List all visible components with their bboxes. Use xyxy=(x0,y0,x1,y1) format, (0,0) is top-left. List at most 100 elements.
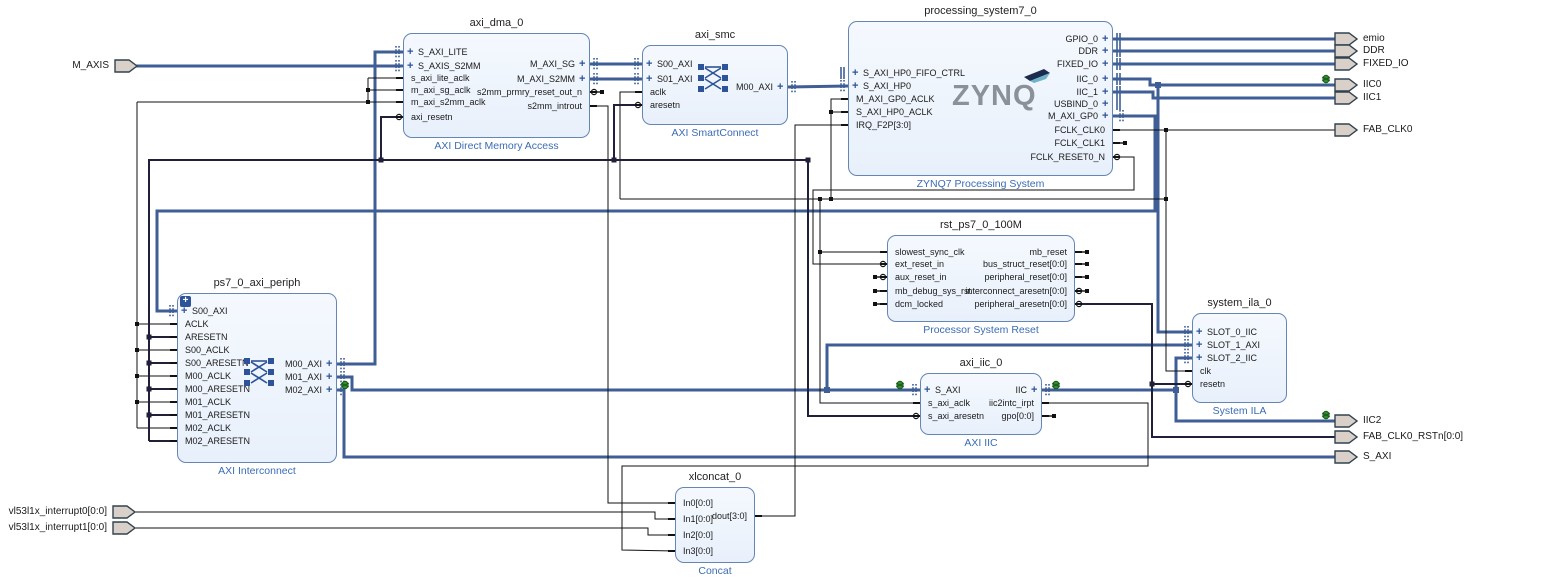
pin-ps7_0_axi_periph-S00_AXI[interactable]: S00_AXI xyxy=(192,306,228,316)
pin-axi_iic_0-gpo[0:0][interactable]: gpo[0:0] xyxy=(1001,411,1034,421)
pin-axi_dma_0-axi_resetn[interactable]: axi_resetn xyxy=(411,112,453,122)
expand-plus-icon[interactable]: + xyxy=(180,296,191,307)
pin-axi_dma_0-M_AXI_S2MM[interactable]: M_AXI_S2MM xyxy=(516,74,575,84)
block-rst_ps7_0_100M[interactable] xyxy=(887,235,1075,322)
wire-bus-9[interactable] xyxy=(1113,90,1335,100)
pin-ps7_0_axi_periph-M02_ARESETN[interactable]: M02_ARESETN xyxy=(185,436,251,446)
wire-bus-12[interactable] xyxy=(337,375,920,392)
wire-w-36[interactable] xyxy=(590,105,675,504)
pin-axi_dma_0-S_AXIS_S2MM[interactable]: S_AXIS_S2MM xyxy=(418,61,481,71)
pin-rst_ps7_0_100M-slowest_sync_clk[interactable]: slowest_sync_clk xyxy=(895,247,965,257)
pin-processing_system7_0-S_AXI_HP0[interactable]: S_AXI_HP0 xyxy=(863,81,912,91)
pin-xlconcat_0-In2[0:0][interactable]: In2[0:0] xyxy=(683,530,714,540)
wire-w-18[interactable] xyxy=(1165,130,1192,372)
pin-processing_system7_0-FCLK_RESET0_N[interactable]: FCLK_RESET0_N xyxy=(1030,152,1105,162)
wire-bus-14[interactable] xyxy=(337,388,1335,459)
pin-axi_dma_0-M_AXI_SG[interactable]: M_AXI_SG xyxy=(529,59,575,69)
wire-w-37[interactable] xyxy=(755,124,848,517)
pin-rst_ps7_0_100M-peripheral_aresetn[0:0][interactable]: peripheral_aresetn[0:0] xyxy=(974,299,1067,309)
wire-v-50[interactable] xyxy=(1075,303,1335,438)
pin-processing_system7_0-FIXED_IO[interactable]: FIXED_IO xyxy=(1056,59,1098,69)
pin-rst_ps7_0_100M-dcm_locked[interactable]: dcm_locked xyxy=(895,299,944,309)
external-port-emio[interactable] xyxy=(1334,32,1359,46)
wire-v-44[interactable] xyxy=(807,160,920,417)
pin-axi_iic_0-IIC[interactable]: IIC xyxy=(1015,385,1027,395)
pin-processing_system7_0-USBIND_0[interactable]: USBIND_0 xyxy=(1053,99,1098,109)
block-xlconcat_0[interactable] xyxy=(675,487,755,563)
pin-processing_system7_0-M_AXI_GP0_ACLK[interactable]: M_AXI_GP0_ACLK xyxy=(856,94,935,104)
block-processing_system7_0[interactable] xyxy=(848,21,1113,176)
external-port-vl53l1x_interrupt0[0:0][interactable] xyxy=(112,505,137,519)
pin-rst_ps7_0_100M-aux_reset_in[interactable]: aux_reset_in xyxy=(895,272,947,282)
pin-processing_system7_0-FCLK_CLK1[interactable]: FCLK_CLK1 xyxy=(1054,138,1105,148)
pin-axi_smc-S00_AXI[interactable]: S00_AXI xyxy=(657,59,693,69)
pin-ps7_0_axi_periph-S00_ARESETN[interactable]: S00_ARESETN xyxy=(185,358,249,368)
pin-axi_smc-M00_AXI[interactable]: M00_AXI xyxy=(735,82,773,92)
pin-axi_iic_0-s_axi_aresetn[interactable]: s_axi_aresetn xyxy=(928,411,985,421)
wire-bus-7[interactable] xyxy=(1113,77,1335,87)
external-port-S_AXI[interactable] xyxy=(1334,450,1359,464)
pin-system_ila_0-SLOT_2_IIC[interactable]: SLOT_2_IIC xyxy=(1207,353,1258,363)
pin-ps7_0_axi_periph-M00_ARESETN[interactable]: M00_ARESETN xyxy=(185,384,251,394)
pin-processing_system7_0-GPIO_0[interactable]: GPIO_0 xyxy=(1065,34,1098,44)
wire-w-39[interactable] xyxy=(135,527,675,536)
external-port-DDR[interactable] xyxy=(1334,44,1359,58)
pin-ps7_0_axi_periph-M01_ACLK[interactable]: M01_ACLK xyxy=(185,397,232,407)
external-port-IIC0[interactable] xyxy=(1334,78,1359,92)
pin-rst_ps7_0_100M-bus_struct_reset[0:0][interactable]: bus_struct_reset[0:0] xyxy=(982,259,1067,269)
pin-axi_iic_0-s_axi_aclk[interactable]: s_axi_aclk xyxy=(928,398,971,408)
pin-axi_dma_0-s2mm_prmry_reset_out_n[interactable]: s2mm_prmry_reset_out_n xyxy=(476,87,582,97)
pin-axi_dma_0-s_axi_lite_aclk[interactable]: s_axi_lite_aclk xyxy=(411,73,470,83)
pin-axi_smc-aresetn[interactable]: aresetn xyxy=(650,100,681,110)
wire-w-35[interactable] xyxy=(812,156,1135,265)
pin-axi_dma_0-m_axi_sg_aclk[interactable]: m_axi_sg_aclk xyxy=(411,85,471,95)
pin-ps7_0_axi_periph-M02_AXI[interactable]: M02_AXI xyxy=(284,385,322,395)
pin-xlconcat_0-In3[0:0][interactable]: In3[0:0] xyxy=(683,546,714,556)
pin-system_ila_0-SLOT_1_AXI[interactable]: SLOT_1_AXI xyxy=(1207,340,1261,350)
pin-rst_ps7_0_100M-mb_debug_sys_rst[interactable]: mb_debug_sys_rst xyxy=(895,286,972,296)
pin-axi_dma_0-s2mm_introut[interactable]: s2mm_introut xyxy=(527,101,582,111)
pin-ps7_0_axi_periph-M01_ARESETN[interactable]: M01_ARESETN xyxy=(185,410,251,420)
pin-xlconcat_0-In1[0:0][interactable]: In1[0:0] xyxy=(683,514,714,524)
wire-bus-15[interactable] xyxy=(1042,356,1192,392)
wire-w-40[interactable] xyxy=(621,402,1149,552)
wire-w-21[interactable] xyxy=(830,98,848,199)
pin-ps7_0_axi_periph-S00_ACLK[interactable]: S00_ACLK xyxy=(185,345,230,355)
pin-ps7_0_axi_periph-M02_ACLK[interactable]: M02_ACLK xyxy=(185,423,232,433)
pin-ps7_0_axi_periph-ACLK[interactable]: ACLK xyxy=(185,319,209,329)
wire-bus-11[interactable] xyxy=(337,50,403,366)
wire-bus-8[interactable] xyxy=(1156,85,1192,334)
wire-w-38[interactable] xyxy=(135,511,675,520)
pin-ps7_0_axi_periph-M00_AXI[interactable]: M00_AXI xyxy=(284,359,322,369)
wire-w-23[interactable] xyxy=(819,199,920,404)
external-port-FAB_CLK0_RSTn[0:0][interactable] xyxy=(1334,430,1359,444)
pin-processing_system7_0-S_AXI_HP0_FIFO_CTRL[interactable]: S_AXI_HP0_FIFO_CTRL xyxy=(863,68,966,78)
wire-bus-13[interactable] xyxy=(825,343,1192,390)
wire-bus-3[interactable] xyxy=(787,84,849,89)
pin-axi_iic_0-iic2intc_irpt[interactable]: iic2intc_irpt xyxy=(988,398,1034,408)
pin-system_ila_0-SLOT_0_IIC[interactable]: SLOT_0_IIC xyxy=(1207,327,1258,337)
external-port-FAB_CLK0[interactable] xyxy=(1334,123,1359,137)
pin-rst_ps7_0_100M-interconnect_aresetn[0:0][interactable]: interconnect_aresetn[0:0] xyxy=(965,286,1067,296)
pin-processing_system7_0-IIC_0[interactable]: IIC_0 xyxy=(1076,74,1098,84)
external-port-IIC2[interactable] xyxy=(1334,414,1359,428)
wire-v-42[interactable] xyxy=(380,116,403,160)
wire-bus-16[interactable] xyxy=(1174,390,1335,423)
pin-system_ila_0-clk[interactable]: clk xyxy=(1200,366,1211,376)
pin-axi_smc-S01_AXI[interactable]: S01_AXI xyxy=(657,74,693,84)
pin-axi_iic_0-S_AXI[interactable]: S_AXI xyxy=(935,385,961,395)
wire-bus-10[interactable] xyxy=(155,114,1157,313)
pin-rst_ps7_0_100M-ext_reset_in[interactable]: ext_reset_in xyxy=(895,259,945,269)
pin-ps7_0_axi_periph-ARESETN[interactable]: ARESETN xyxy=(185,332,228,342)
pin-processing_system7_0-IIC_1[interactable]: IIC_1 xyxy=(1076,87,1098,97)
block-system_ila_0[interactable] xyxy=(1192,313,1287,403)
block-ps7_0_axi_periph[interactable] xyxy=(177,293,337,463)
wire-v-43[interactable] xyxy=(613,104,642,160)
wire-w-20[interactable] xyxy=(619,91,642,199)
pin-rst_ps7_0_100M-mb_reset[interactable]: mb_reset xyxy=(1029,247,1067,257)
external-port-FIXED_IO[interactable] xyxy=(1334,57,1359,71)
external-port-vl53l1x_interrupt1[0:0][interactable] xyxy=(112,521,137,535)
pin-axi_dma_0-m_axi_s2mm_aclk[interactable]: m_axi_s2mm_aclk xyxy=(411,97,486,107)
pin-axi_dma_0-S_AXI_LITE[interactable]: S_AXI_LITE xyxy=(418,47,468,57)
